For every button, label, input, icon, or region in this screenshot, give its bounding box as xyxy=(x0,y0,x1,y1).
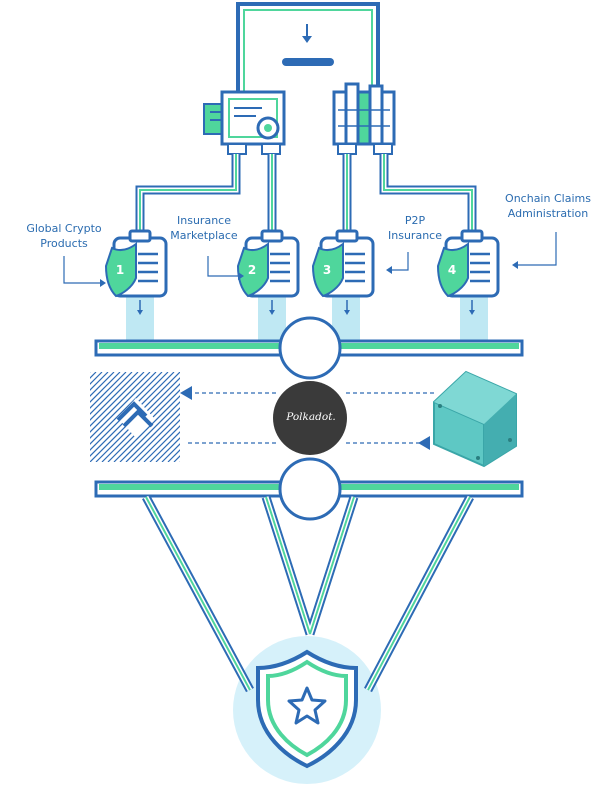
label-onchain-claims-administration: Onchain Claims Administration xyxy=(505,192,591,220)
polkadot-relay-circle xyxy=(273,381,347,455)
certificate-icon xyxy=(203,90,286,155)
shield-star-icon xyxy=(256,649,358,769)
label-insurance-marketplace: Insurance Marketplace xyxy=(170,214,238,242)
clipboard-1: 1 xyxy=(104,229,168,315)
clipboards: 1 2 3 4 xyxy=(104,229,500,315)
label-arrows xyxy=(63,232,557,284)
clipboard-number: 2 xyxy=(248,263,256,277)
clipboard-3: 3 xyxy=(311,229,375,315)
clipboard-4: 4 xyxy=(436,229,500,315)
clipboard-drops xyxy=(126,296,488,342)
label-arrowheads xyxy=(100,261,518,287)
cube-icon xyxy=(433,370,517,468)
clipboard-number: 4 xyxy=(448,263,456,277)
pipes-lower xyxy=(142,494,474,693)
label-global-crypto-products: Global Crypto Products xyxy=(26,222,102,250)
polkadot-logo-text: Polkadot. xyxy=(286,411,336,423)
label-p2p-insurance: P2P Insurance xyxy=(388,214,442,242)
pipes-upper xyxy=(135,154,477,232)
upper-bar xyxy=(94,316,524,380)
clipboard-number: 3 xyxy=(323,263,331,277)
clipboard-2: 2 xyxy=(236,229,300,315)
books-icon xyxy=(332,82,396,155)
relay-connectors xyxy=(180,386,434,450)
clipboard-number: 1 xyxy=(116,263,124,277)
lower-bar xyxy=(94,457,524,521)
diamond-mark xyxy=(116,398,154,438)
